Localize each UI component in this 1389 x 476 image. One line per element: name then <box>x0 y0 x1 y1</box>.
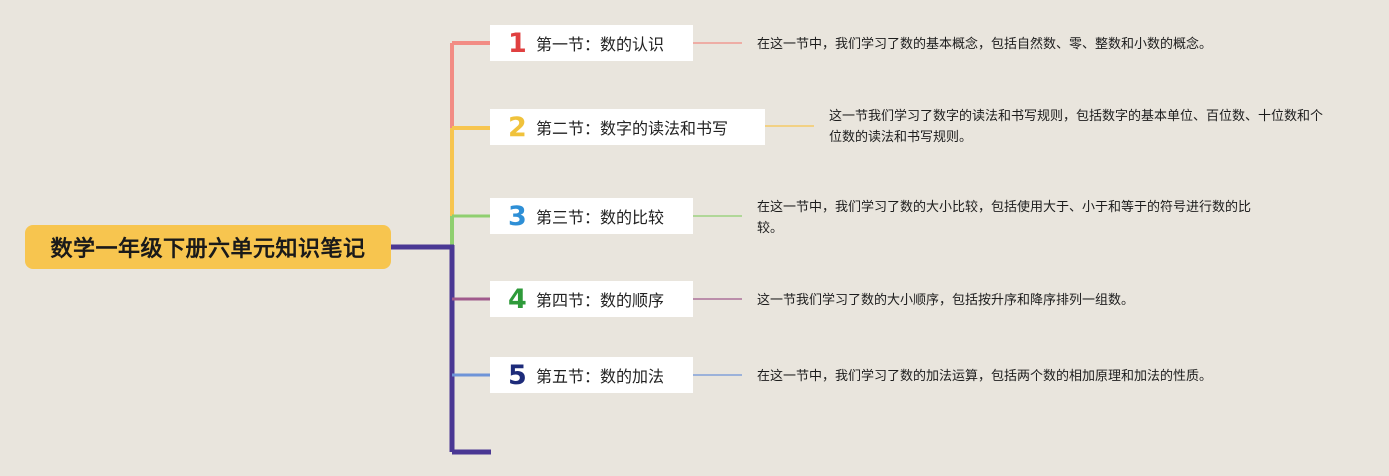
section-title-4: 第四节：数的顺序 <box>536 291 665 310</box>
section-title-5: 第五节：数的加法 <box>536 367 665 386</box>
section-description-3: 在这一节中，我们学习了数的大小比较，包括使用大于、小于和等于的符号进行数的比较。 <box>757 200 1252 236</box>
section-description-2: 这一节我们学习了数字的读法和书写规则，包括数字的基本单位、百位数、十位数和个位数… <box>829 109 1324 145</box>
topic-node-4[interactable]: 4 第四节：数的顺序 <box>490 281 693 317</box>
section-description-5: 在这一节中，我们学习了数的加法运算，包括两个数的相加原理和加法的性质。 <box>757 369 1213 384</box>
section-title-3: 第三节：数的比较 <box>536 208 665 227</box>
section-description-1: 在这一节中，我们学习了数的基本概念，包括自然数、零、整数和小数的概念。 <box>757 37 1213 52</box>
root-node[interactable]: 数学一年级下册六单元知识笔记 <box>25 225 391 269</box>
section-title-2: 第二节：数字的读法和书写 <box>536 119 729 138</box>
topic-node-1[interactable]: 1 第一节：数的认识 <box>490 25 693 61</box>
topic-node-3[interactable]: 3 第三节：数的比较 <box>490 198 693 234</box>
topic-node-5[interactable]: 5 第五节：数的加法 <box>490 357 693 393</box>
section-description-4: 这一节我们学习了数的大小顺序，包括按升序和降序排列一组数。 <box>757 293 1135 308</box>
section-number-5: 5 <box>508 359 527 391</box>
root-title: 数学一年级下册六单元知识笔记 <box>50 237 366 262</box>
topic-node-2[interactable]: 2 第二节：数字的读法和书写 <box>490 109 765 145</box>
section-number-3: 3 <box>508 200 527 232</box>
section-number-2: 2 <box>508 111 527 143</box>
section-number-1: 1 <box>508 27 527 59</box>
section-number-4: 4 <box>508 283 527 315</box>
section-title-1: 第一节：数的认识 <box>536 35 665 54</box>
